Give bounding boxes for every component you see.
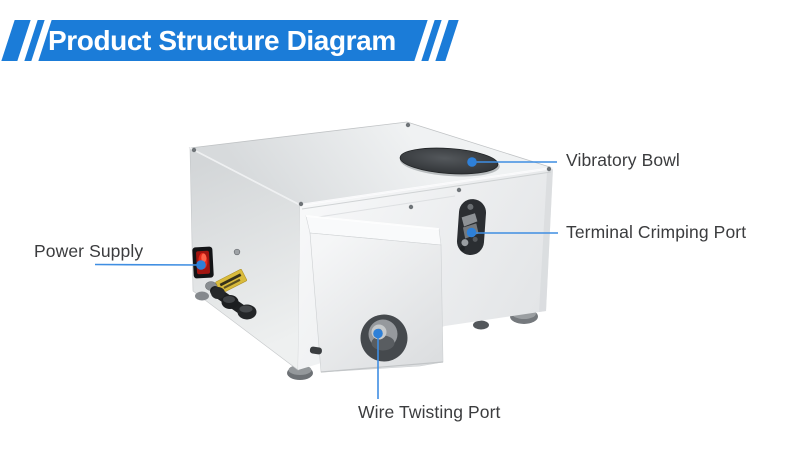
twister-housing-bottom-shade: [320, 361, 444, 373]
label-wire-twisting-port: Wire Twisting Port: [358, 402, 501, 422]
corner-screw: [191, 147, 197, 153]
machine-right-edge-shade: [539, 168, 553, 312]
top-edge-highlight: [299, 166, 554, 207]
wire-twisting-port-opening: [360, 314, 408, 362]
front-panel-seam: [311, 195, 456, 219]
front-panel-seam: [301, 171, 552, 210]
page-title: Product Structure Diagram: [48, 25, 396, 56]
corner-screw: [405, 122, 411, 128]
callout-lines: [94, 157, 558, 399]
marker-dot-power-supply: [196, 260, 206, 270]
left-face-screw: [233, 248, 241, 256]
corner-screw: [456, 187, 462, 193]
cable-knobs: [195, 281, 257, 320]
label-power-supply: Power Supply: [34, 241, 144, 261]
corner-screw: [546, 166, 552, 172]
warning-label: [215, 269, 247, 294]
corner-screw: [408, 204, 414, 210]
marker-dot-terminal-crimping: [466, 227, 477, 238]
vent-slot: [309, 346, 322, 355]
terminal-crimping-port-opening: [456, 199, 487, 255]
label-vibratory-bowl: Vibratory Bowl: [566, 150, 680, 170]
machine-foot: [195, 291, 209, 301]
label-terminal-crimping-port: Terminal Crimping Port: [566, 222, 747, 242]
machine-illustration: [188, 121, 554, 380]
marker-dot-vibratory-bowl: [467, 157, 477, 167]
twister-housing-edge-highlight: [305, 215, 440, 230]
leader-line-power-supply: [94, 263, 202, 266]
corner-screw: [298, 201, 304, 207]
machine-foot: [473, 320, 489, 330]
knob-highlight: [239, 305, 253, 313]
twister-housing: [305, 215, 444, 373]
top-edge-highlight: [189, 147, 301, 206]
marker-dot-wire-twisting: [373, 328, 383, 339]
vibratory-bowl-opening: [399, 147, 500, 177]
knob: [211, 287, 225, 299]
corner-screws: [191, 122, 552, 256]
knob-highlight: [223, 296, 235, 303]
